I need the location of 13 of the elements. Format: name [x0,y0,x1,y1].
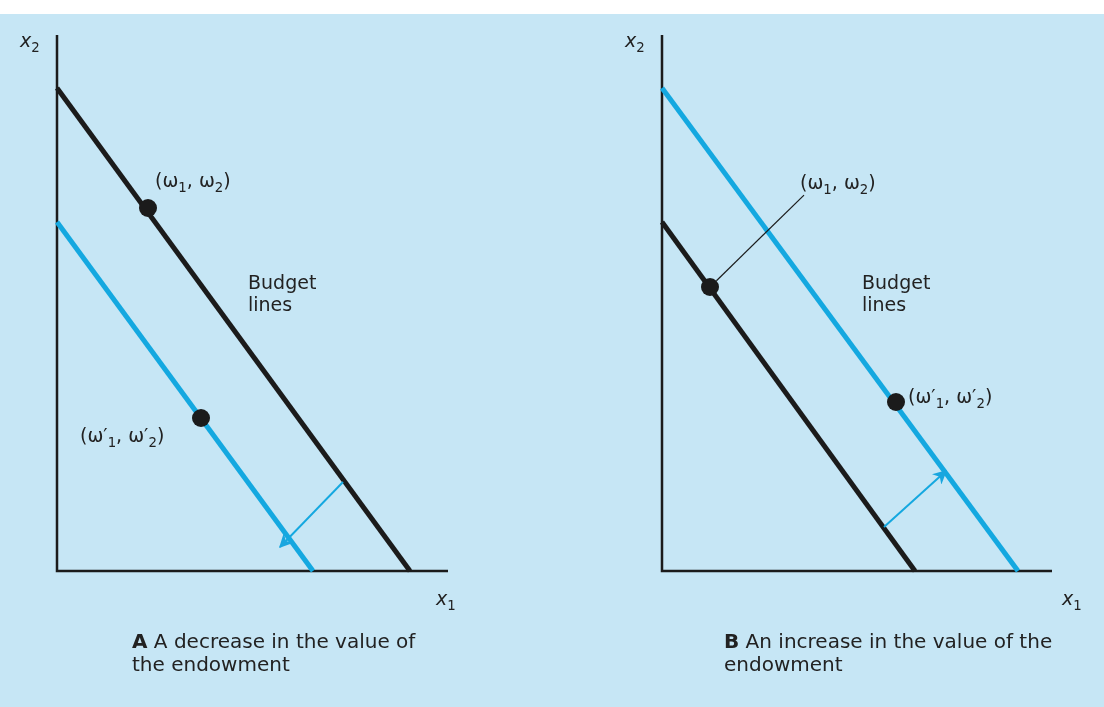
point-label: (ω′$_{1}$, ω′$_{2}$) [908,386,993,412]
curve-label: Budget lines [862,272,932,316]
axis-label: x$_{1}$ [1062,588,1082,614]
point-label: (ω′$_{1}$, ω′$_{2}$) [80,425,165,451]
figure-caption: B An increase in the value of the endowment [724,630,1054,676]
axis-label: x$_{2}$ [625,30,645,56]
axis-label: x$_{2}$ [20,30,40,56]
leader-line [715,194,805,282]
figure-caption: A A decrease in the value of the endowment [132,630,417,676]
curve-label: Budget lines [248,272,318,316]
point-label: (ω$_{1}$, ω$_{2}$) [800,172,876,198]
axis-label: x$_{1}$ [436,588,456,614]
point-label: (ω$_{1}$, ω$_{2}$) [155,170,231,196]
